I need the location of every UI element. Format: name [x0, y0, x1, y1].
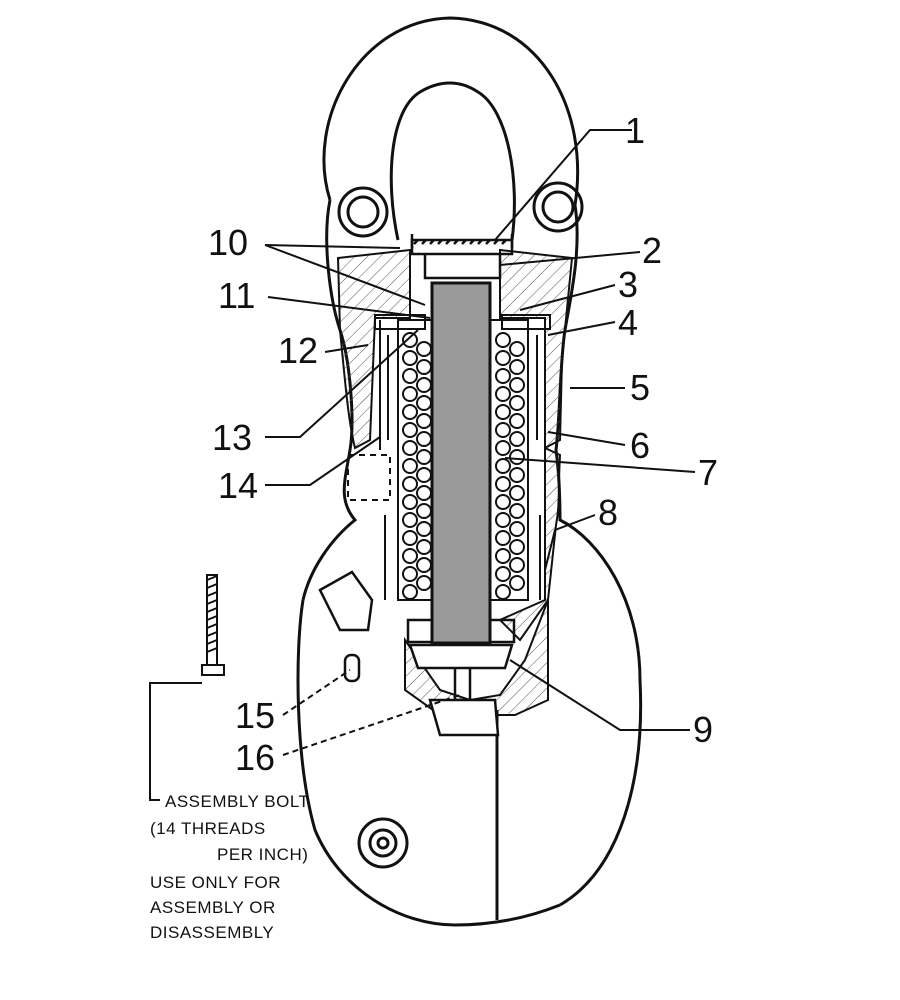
leader-1	[494, 129, 632, 241]
bolt-note-line3: PER INCH)	[217, 845, 308, 864]
callout-6: 6	[630, 425, 650, 466]
leader-lines	[264, 129, 696, 756]
callout-3: 3	[618, 264, 638, 305]
callout-4: 4	[618, 302, 638, 343]
assembly-bolt-note: ASSEMBLY BOLT (14 THREADS PER INCH) USE …	[150, 792, 309, 942]
callout-7: 7	[698, 452, 718, 493]
leader-16	[282, 694, 461, 756]
bolt-note-line2: (14 THREADS	[150, 819, 266, 838]
callout-16: 16	[235, 737, 275, 778]
left-spring-coils	[402, 332, 432, 600]
callout-8: 8	[598, 492, 618, 533]
callout-12: 12	[278, 330, 318, 371]
callout-1: 1	[625, 110, 645, 151]
leader-3	[519, 284, 616, 311]
leader-6	[547, 431, 626, 446]
leader-15	[282, 669, 351, 716]
bolt-note-line6: DISASSEMBLY	[150, 923, 274, 942]
left-lug-inner	[346, 195, 380, 229]
bottom-bearing	[343, 618, 516, 737]
eye-inner-outline	[389, 81, 516, 241]
leader-7	[504, 457, 696, 473]
leader-11	[267, 296, 431, 319]
lower-body-outline	[296, 599, 561, 927]
leader-10b	[264, 244, 426, 306]
callout-2: 2	[642, 230, 662, 271]
top-plate	[410, 234, 514, 280]
hatched-section	[336, 248, 574, 716]
bottom-bolt-outer	[357, 817, 409, 869]
callout-10: 10	[208, 222, 248, 263]
leader-9	[509, 659, 690, 731]
leader-10a	[264, 244, 401, 249]
leader-14	[265, 436, 381, 486]
callout-13: 13	[212, 417, 252, 458]
assembly-bolt	[149, 574, 225, 801]
dashed-latch-ghost	[347, 454, 391, 501]
leader-4	[547, 321, 616, 336]
leader-2	[499, 251, 641, 266]
bolt-note-line5: ASSEMBLY OR	[150, 898, 276, 917]
latch-arm	[318, 570, 374, 632]
bolt-note-line1: ASSEMBLY BOLT	[165, 792, 309, 811]
bolt-note-line4: USE ONLY FOR	[150, 873, 281, 892]
leader-13	[265, 329, 419, 438]
eye-outer-outline	[322, 16, 580, 206]
right-lug-inner	[541, 190, 575, 224]
leader-8	[544, 514, 596, 571]
right-lug-outer	[532, 181, 584, 233]
center-shaft	[430, 281, 492, 645]
bottom-bolt-inner	[368, 828, 398, 858]
leader-12	[324, 344, 369, 353]
callout-9: 9	[693, 709, 713, 750]
callout-14: 14	[218, 465, 258, 506]
bottom-bolt-center	[376, 836, 390, 850]
housing-left-outline	[301, 199, 358, 601]
callout-15: 15	[235, 695, 275, 736]
right-spring-coils	[495, 332, 525, 600]
left-lug-outer	[337, 186, 389, 238]
callout-5: 5	[630, 367, 650, 408]
callout-11: 11	[218, 275, 255, 316]
callout-labels: 1 2 3 4 5 6 7 8 9 10 11 12 13 14 15 16	[208, 110, 718, 778]
